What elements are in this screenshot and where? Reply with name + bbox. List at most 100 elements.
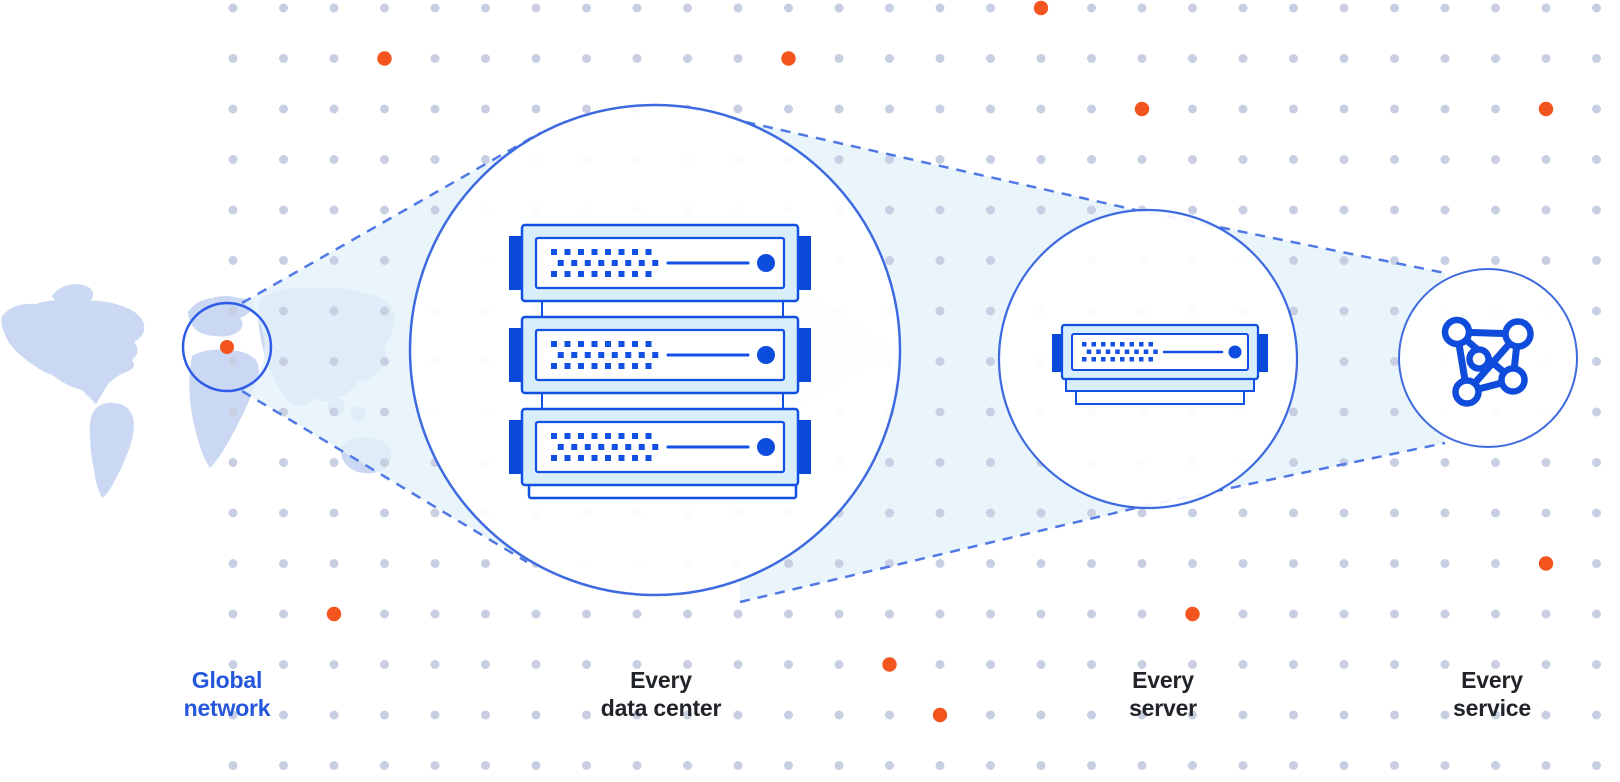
grid-dot — [1592, 609, 1601, 619]
grid-dot — [380, 155, 389, 164]
grid-dot — [531, 54, 541, 63]
grid-dot — [1137, 155, 1147, 164]
grid-dot — [1592, 3, 1601, 13]
map-north-america — [1, 300, 145, 404]
grid-dot — [329, 205, 339, 215]
grid-dot — [1238, 54, 1248, 63]
grid-dot — [1541, 256, 1551, 265]
grid-dot — [1390, 357, 1399, 366]
grid-dot — [481, 710, 490, 720]
grid-dot — [1592, 155, 1601, 164]
grid-dot — [1289, 710, 1298, 720]
grid-dot — [1491, 155, 1500, 164]
grid-dot — [1339, 710, 1349, 720]
grid-dot — [935, 660, 945, 669]
grid-dot — [1541, 710, 1551, 720]
grid-dot — [582, 104, 591, 114]
grid-dot — [531, 710, 541, 720]
grid-dot — [784, 559, 793, 568]
grid-dot — [683, 3, 692, 13]
server-vent-dots — [1082, 342, 1158, 362]
grid-dot — [1289, 205, 1298, 215]
grid-dot — [1339, 508, 1349, 518]
grid-dot — [1390, 155, 1399, 164]
grid-dot — [1036, 710, 1046, 720]
grid-dot — [430, 205, 440, 215]
grid-dot — [380, 205, 389, 215]
grid-dot — [1440, 508, 1450, 518]
vent-dot — [1120, 357, 1125, 362]
server-power-dot — [1228, 345, 1242, 359]
grid-dot — [784, 3, 793, 13]
grid-dot — [1390, 761, 1399, 770]
grid-dot — [1339, 54, 1349, 63]
grid-dot — [1339, 357, 1349, 366]
grid-dot — [329, 710, 339, 720]
grid-dot — [228, 508, 238, 518]
grid-dot — [1087, 104, 1096, 114]
grid-dot — [1289, 155, 1298, 164]
grid-dot — [582, 761, 591, 770]
grid-dot — [1491, 660, 1500, 669]
grid-dot — [279, 306, 288, 316]
grid-dot — [1188, 710, 1197, 720]
grid-dot — [834, 559, 844, 568]
grid-dot — [885, 104, 894, 114]
grid-dot — [1137, 761, 1147, 770]
grid-dot — [1491, 205, 1500, 215]
grid-dot — [986, 104, 995, 114]
grid-dot — [1137, 660, 1147, 669]
grid-dot — [683, 54, 692, 63]
grid-dot — [531, 609, 541, 619]
server-faceplate — [1071, 333, 1249, 371]
grid-dot — [481, 559, 490, 568]
grid-dot — [632, 54, 642, 63]
grid-dot — [834, 660, 844, 669]
grid-dot — [986, 458, 995, 467]
grid-dot — [986, 306, 995, 316]
vent-dot — [1148, 342, 1153, 347]
map-africa — [189, 349, 259, 468]
grid-dot — [1087, 54, 1096, 63]
grid-dot — [1289, 609, 1298, 619]
dashed-line-upper-left — [241, 131, 541, 305]
grid-dot — [1491, 508, 1500, 518]
grid-dot — [1036, 205, 1046, 215]
grid-dot — [380, 306, 389, 316]
grid-dot — [279, 256, 288, 265]
grid-dot — [1541, 155, 1551, 164]
grid-dot — [1491, 256, 1500, 265]
grid-dot — [228, 660, 238, 669]
grid-dot — [1491, 710, 1500, 720]
grid-dot — [632, 761, 642, 770]
grid-dot — [1289, 761, 1298, 770]
grid-dot — [1188, 660, 1197, 669]
grid-dot — [1592, 508, 1601, 518]
grid-dot — [1592, 54, 1601, 63]
grid-dot — [1390, 205, 1399, 215]
grid-dot — [1390, 458, 1399, 467]
grid-dot — [481, 54, 490, 63]
vent-dot — [1110, 342, 1115, 347]
grid-dot — [1440, 155, 1450, 164]
grid-dot — [1238, 761, 1248, 770]
grid-dot — [935, 407, 945, 417]
grid-dot — [986, 761, 995, 770]
grid-dot — [228, 256, 238, 265]
grid-dot — [834, 609, 844, 619]
accent-dots — [326, 0, 1554, 723]
grid-dot — [1087, 710, 1096, 720]
grid-dot — [632, 660, 642, 669]
grid-dot — [1390, 407, 1399, 417]
grid-dot — [1541, 660, 1551, 669]
vent-dot — [1101, 342, 1106, 347]
grid-dot — [1339, 3, 1349, 13]
accent-dot — [1185, 606, 1200, 622]
grid-dot — [329, 458, 339, 467]
grid-dot — [481, 3, 490, 13]
grid-dot — [1188, 104, 1197, 114]
grid-dot — [1339, 559, 1349, 568]
grid-dot — [1390, 104, 1399, 114]
server-rack-icon — [507, 223, 813, 500]
